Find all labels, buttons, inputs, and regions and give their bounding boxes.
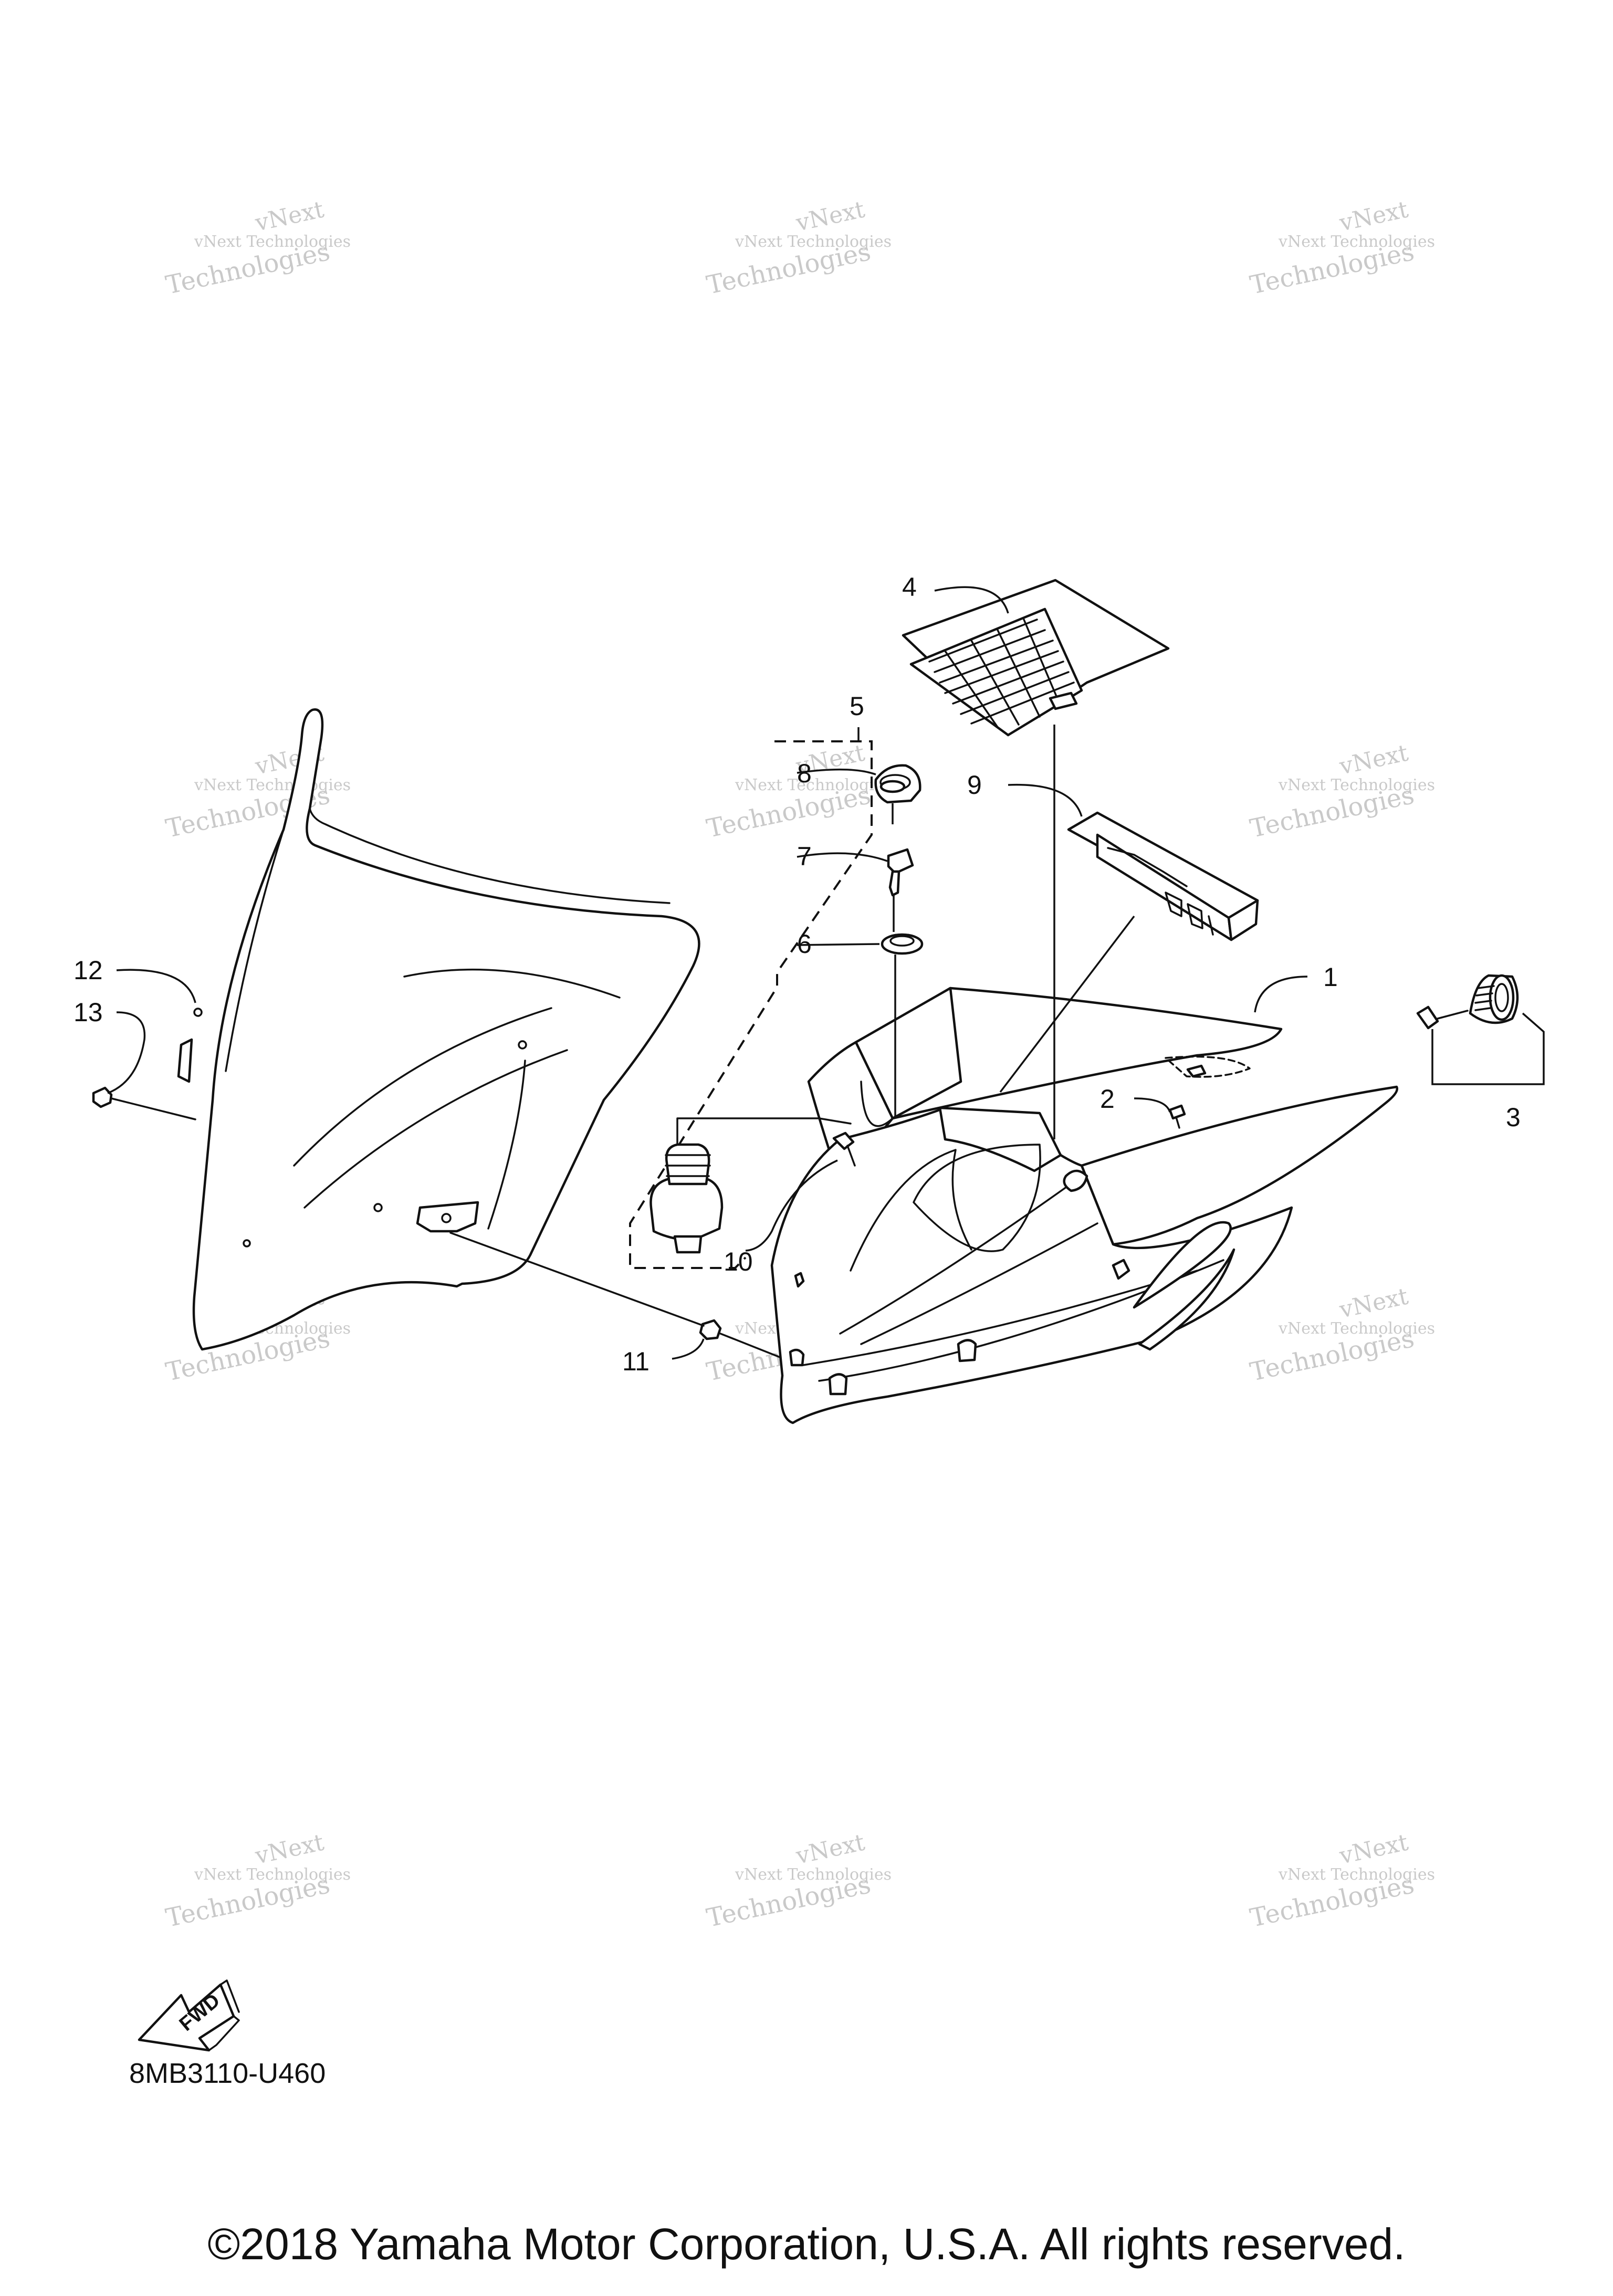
screw-2-part bbox=[1168, 1104, 1186, 1129]
watermark: vNext Technologies vNext Technologies bbox=[163, 1829, 351, 1933]
screw-13-part bbox=[92, 1086, 196, 1120]
watermark: vNext Technologies vNext Technologies bbox=[704, 739, 892, 843]
callout-7: 7 bbox=[797, 842, 812, 871]
svg-text:vNext Technologies: vNext Technologies bbox=[1278, 1865, 1435, 1884]
callout-1: 1 bbox=[1323, 962, 1338, 992]
socket-3-part bbox=[1416, 974, 1519, 1030]
copyright-notice: ©2018 Yamaha Motor Corporation, U.S.A. A… bbox=[207, 2219, 1406, 2269]
svg-text:vNext: vNext bbox=[1337, 1829, 1411, 1870]
svg-text:vNext: vNext bbox=[253, 1829, 327, 1870]
ecu-9-part bbox=[1067, 811, 1259, 941]
watermark: vNext Technologies vNext Technologies bbox=[1248, 196, 1435, 300]
svg-text:vNext: vNext bbox=[793, 1829, 867, 1870]
svg-text:vNext: vNext bbox=[1337, 739, 1411, 780]
svg-text:vNext: vNext bbox=[793, 196, 867, 237]
callout-10: 10 bbox=[724, 1247, 753, 1276]
callout-labels: 1 2 3 4 5 6 7 8 9 10 11 12 13 bbox=[74, 572, 1521, 1376]
leader-lines bbox=[107, 586, 1545, 1360]
diagram-code: 8MB3110-U460 bbox=[129, 2058, 326, 2089]
watermark: vNext Technologies vNext Technologies bbox=[1248, 1829, 1435, 1933]
fwd-arrow-icon: FWD bbox=[138, 1979, 240, 2052]
key-7-part bbox=[887, 848, 914, 932]
windscreen-part bbox=[177, 708, 700, 1351]
svg-text:vNext: vNext bbox=[1337, 1283, 1411, 1324]
svg-text:vNext: vNext bbox=[1337, 196, 1411, 237]
callout-11: 11 bbox=[622, 1347, 650, 1376]
grommet-6-part bbox=[881, 933, 924, 1118]
svg-text:vNext Technologies: vNext Technologies bbox=[735, 233, 892, 251]
callout-2: 2 bbox=[1100, 1084, 1115, 1114]
callout-6: 6 bbox=[797, 929, 812, 959]
screw-10-part bbox=[832, 1131, 856, 1167]
callout-8: 8 bbox=[797, 759, 812, 788]
main-switch-part bbox=[650, 1117, 852, 1254]
watermark: vNext Technologies vNext Technologies bbox=[1248, 739, 1435, 843]
callout-3: 3 bbox=[1506, 1103, 1521, 1132]
cap-8-part bbox=[874, 764, 921, 824]
watermark: vNext Technologies vNext Technologies bbox=[704, 196, 892, 300]
svg-text:vNext Technologies: vNext Technologies bbox=[1278, 1319, 1435, 1338]
callout-9: 9 bbox=[967, 770, 982, 800]
callout-13: 13 bbox=[74, 998, 103, 1027]
callout-5: 5 bbox=[850, 691, 864, 721]
svg-text:vNext Technologies: vNext Technologies bbox=[735, 776, 892, 794]
watermark: vNext Technologies vNext Technologies bbox=[163, 739, 351, 843]
svg-text:vNext: vNext bbox=[253, 196, 327, 237]
lock-set-5-part bbox=[629, 727, 924, 1269]
svg-text:vNext Technologies: vNext Technologies bbox=[194, 233, 351, 251]
front-cowling-part bbox=[770, 987, 1399, 1424]
nut-11-part bbox=[449, 1232, 788, 1361]
storage-net-4-part bbox=[902, 579, 1170, 737]
svg-text:vNext Technologies: vNext Technologies bbox=[1278, 776, 1435, 794]
callout-12: 12 bbox=[74, 956, 103, 985]
svg-text:vNext Technologies: vNext Technologies bbox=[194, 776, 351, 794]
callout-4: 4 bbox=[902, 572, 917, 602]
watermark: vNext Technologies vNext Technologies bbox=[704, 1829, 892, 1933]
watermark: vNext Technologies vNext Technologies bbox=[163, 196, 351, 300]
svg-text:vNext Technologies: vNext Technologies bbox=[194, 1865, 351, 1884]
svg-text:vNext Technologies: vNext Technologies bbox=[1278, 233, 1435, 251]
svg-text:vNext Technologies: vNext Technologies bbox=[735, 1865, 892, 1884]
watermark: vNext Technologies vNext Technologies bbox=[1248, 1283, 1435, 1387]
